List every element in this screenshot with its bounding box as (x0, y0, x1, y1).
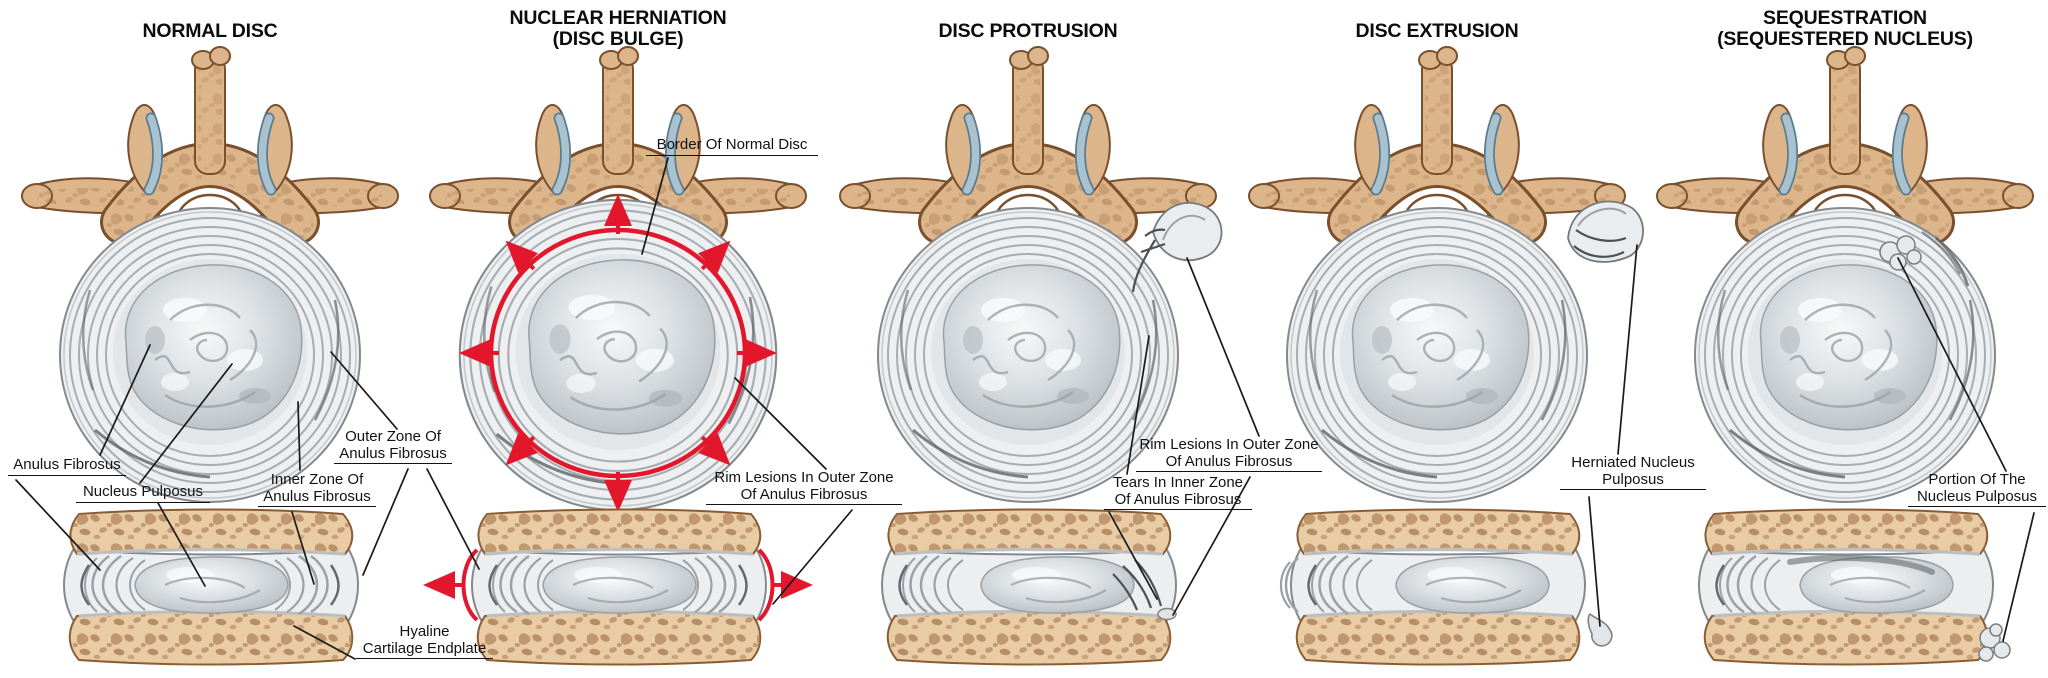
panel-title-disc-extrusion: DISC EXTRUSION (1355, 20, 1519, 42)
label-hyaline-cartilage-endplate: Hyaline Cartilage Endplate (356, 623, 493, 659)
label-rim-lesions-p3: Rim Lesions In Outer Zone Of Anulus Fibr… (1136, 436, 1322, 472)
label-nucleus-pulposus: Nucleus Pulposus (76, 483, 210, 503)
label-herniated-nucleus-pulposus: Herniated Nucleus Pulposus (1560, 454, 1706, 490)
panel2-drawing-disc-bulge (430, 47, 806, 667)
label-inner-zone: Inner Zone Of Anulus Fibrosus (258, 471, 376, 507)
label-portion-of-nucleus-pulposus: Portion Of The Nucleus Pulposus (1908, 471, 2046, 507)
axial-protrusion (1131, 202, 1223, 293)
leader-lines (15, 157, 2035, 660)
label-border-of-normal-disc: Border Of Normal Disc (646, 136, 818, 156)
red-border-of-normal-disc (459, 194, 777, 512)
label-outer-zone: Outer Zone Of Anulus Fibrosus (334, 428, 452, 464)
panel-title-nuclear-herniation: NUCLEAR HERNIATION (DISC BULGE) (509, 7, 727, 50)
panel1-drawing-normal-disc (22, 47, 398, 667)
label-anulus-fibrosus: Anulus Fibrosus (8, 456, 126, 476)
panel5-drawing-sequestration (1657, 47, 2033, 667)
panel-title-normal-disc: NORMAL DISC (142, 20, 278, 42)
lateral-free-fragment (1978, 623, 2011, 662)
panel3-drawing-disc-protrusion (840, 47, 1223, 667)
axial-sequestered-fragment (1879, 231, 1970, 287)
label-tears-inner-zone: Tears In Inner Zone Of Anulus Fibrosus (1104, 474, 1252, 510)
label-rim-lesions-p2: Rim Lesions In Outer Zone Of Anulus Fibr… (706, 469, 902, 505)
panel4-drawing-disc-extrusion (1249, 47, 1644, 667)
axial-herniation (1567, 200, 1644, 263)
panel-title-disc-protrusion: DISC PROTRUSION (938, 20, 1118, 42)
panel-title-sequestration: SEQUESTRATION (SEQUESTERED NUCLEUS) (1717, 7, 1973, 50)
lateral-extrusion (1279, 557, 1613, 647)
